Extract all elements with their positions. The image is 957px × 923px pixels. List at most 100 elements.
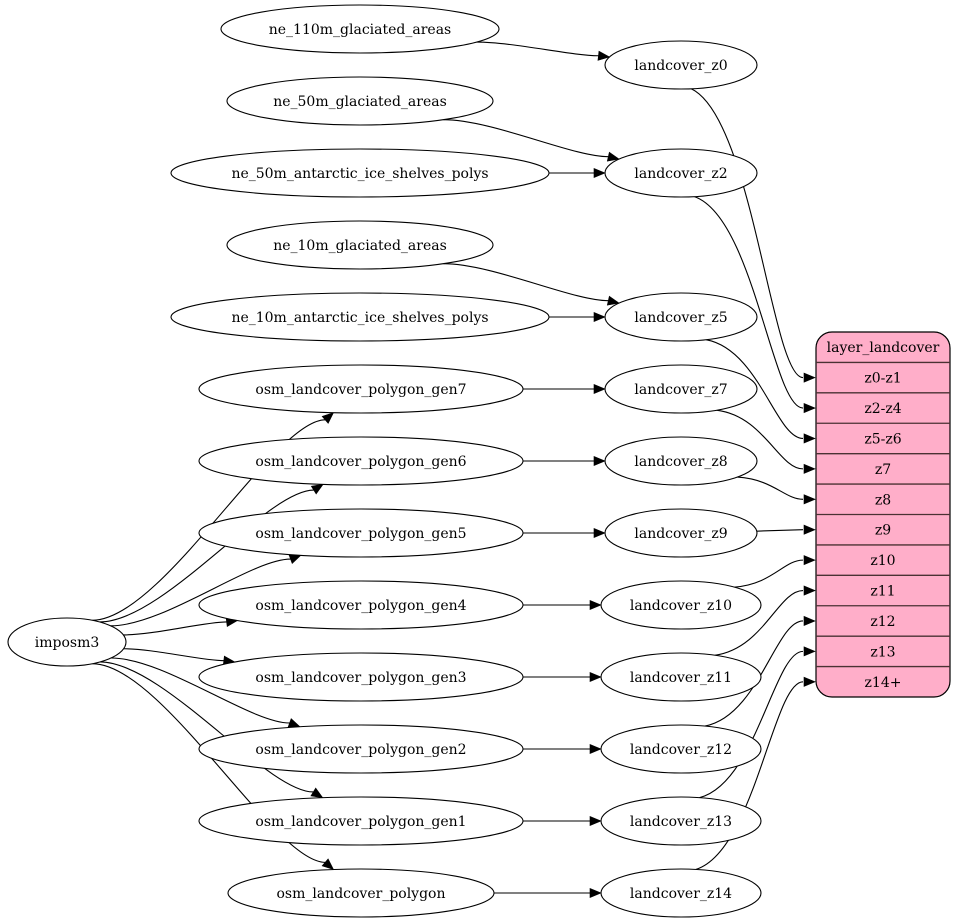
edge-ne_110m_glaciated_areas--landcover_z0 — [476, 41, 599, 57]
table-row-z13[interactable]: z13 — [870, 644, 895, 660]
table-row-z9[interactable]: z9 — [875, 523, 891, 539]
node-shape — [198, 796, 524, 846]
node-shape — [198, 580, 524, 630]
table-row-z12[interactable]: z12 — [870, 614, 895, 630]
node-shape — [600, 724, 762, 774]
edge-imposm3--osm_landcover_polygon_gen6 — [99, 489, 314, 623]
table-row-z2-z4[interactable]: z2-z4 — [864, 401, 901, 417]
node-shape — [198, 436, 524, 486]
edge-arrowhead — [803, 402, 816, 414]
node-shape — [170, 292, 550, 342]
node-shape — [600, 652, 762, 702]
node-landcover_z12[interactable]: landcover_z12 — [600, 724, 762, 774]
node-osm_landcover_polygon_gen6[interactable]: osm_landcover_polygon_gen6 — [198, 436, 524, 486]
node-label: osm_landcover_polygon_gen6 — [255, 454, 466, 470]
node-landcover_z10[interactable]: landcover_z10 — [600, 580, 762, 630]
node-osm_landcover_polygon_gen2[interactable]: osm_landcover_polygon_gen2 — [198, 724, 524, 774]
table-row-label: z5-z6 — [864, 431, 901, 447]
table-row-z10[interactable]: z10 — [870, 553, 895, 569]
table-row-z0-z1[interactable]: z0-z1 — [864, 371, 901, 387]
table-row-z8[interactable]: z8 — [875, 492, 891, 508]
node-ne_50m_glaciated_areas[interactable]: ne_50m_glaciated_areas — [226, 76, 494, 126]
node-landcover_z2[interactable]: landcover_z2 — [604, 148, 758, 198]
node-label: landcover_z7 — [634, 382, 727, 398]
edge-landcover_z10--layer_landcover:z10 — [734, 559, 804, 588]
edge-landcover_z7--layer_landcover:z7 — [716, 409, 804, 470]
node-ne_10m_glaciated_areas[interactable]: ne_10m_glaciated_areas — [226, 220, 494, 270]
node-osm_landcover_polygon[interactable]: osm_landcover_polygon — [227, 868, 495, 918]
node-landcover_z13[interactable]: landcover_z13 — [600, 796, 762, 846]
node-shape — [604, 40, 758, 90]
edge-arrowhead — [606, 151, 620, 162]
edge-arrowhead — [803, 585, 816, 596]
node-shape — [198, 652, 524, 702]
node-label: osm_landcover_polygon — [276, 886, 445, 902]
layer-landcover-header: layer_landcover — [827, 340, 940, 356]
node-osm_landcover_polygon_gen4[interactable]: osm_landcover_polygon_gen4 — [198, 580, 524, 630]
edge-ne_50m_glaciated_areas--landcover_z2 — [443, 119, 609, 158]
edge-arrowhead — [593, 311, 606, 323]
node-osm_landcover_polygon_gen3[interactable]: osm_landcover_polygon_gen3 — [198, 652, 524, 702]
node-landcover_z14[interactable]: landcover_z14 — [600, 868, 762, 918]
edge-arrowhead — [589, 887, 602, 899]
table-row-label: z10 — [870, 553, 895, 569]
edge-arrowhead — [606, 295, 620, 306]
edge-arrowhead — [589, 815, 602, 827]
edge-arrowhead — [310, 483, 324, 495]
table-row-z5-z6[interactable]: z5-z6 — [864, 431, 901, 447]
edge-landcover_z13--layer_landcover:z13 — [699, 650, 804, 799]
node-label: imposm3 — [35, 635, 100, 651]
edge-arrowhead — [803, 524, 816, 535]
node-label: landcover_z14 — [630, 886, 732, 902]
node-shape — [227, 868, 495, 918]
edges-layer — [92, 41, 816, 899]
edge-arrowhead — [803, 433, 816, 444]
edge-arrowhead — [803, 646, 816, 657]
edge-landcover_z2--layer_landcover:z2-z4 — [694, 196, 804, 409]
table-row-label: z7 — [875, 462, 891, 478]
node-imposm3[interactable]: imposm3 — [7, 617, 127, 667]
node-shape — [600, 796, 762, 846]
edge-arrowhead — [593, 167, 606, 179]
node-ne_50m_antarctic_ice_shelves_polys[interactable]: ne_50m_antarctic_ice_shelves_polys — [170, 148, 550, 198]
node-ne_10m_antarctic_ice_shelves_polys[interactable]: ne_10m_antarctic_ice_shelves_polys — [170, 292, 550, 342]
table-row-label: z9 — [875, 523, 891, 539]
node-label: landcover_z11 — [630, 670, 732, 686]
edge-arrowhead — [288, 554, 302, 564]
table-row-label: z0-z1 — [864, 371, 901, 387]
edge-ne_10m_glaciated_areas--landcover_z5 — [443, 263, 609, 302]
nodes-layer: imposm3 ne_110m_glaciated_areas ne_50m_gla… — [7, 4, 762, 918]
node-landcover_z7[interactable]: landcover_z7 — [604, 364, 758, 414]
node-shape — [600, 580, 762, 630]
node-shape — [198, 508, 524, 558]
edge-imposm3--osm_landcover_polygon_gen4 — [123, 621, 227, 636]
node-osm_landcover_polygon_gen5[interactable]: osm_landcover_polygon_gen5 — [198, 508, 524, 558]
node-osm_landcover_polygon_gen1[interactable]: osm_landcover_polygon_gen1 — [198, 796, 524, 846]
edge-arrowhead — [287, 718, 301, 728]
node-shape — [604, 436, 758, 486]
node-label: osm_landcover_polygon_gen4 — [255, 598, 466, 614]
layer-landcover-table: layer_landcover z0-z1 z2-z4 z5-z6 z7 z8 z9 z10 z… — [815, 331, 951, 698]
table-row-z14+[interactable]: z14+ — [865, 675, 902, 691]
edge-arrowhead — [803, 676, 816, 687]
node-ne_110m_glaciated_areas[interactable]: ne_110m_glaciated_areas — [220, 4, 500, 54]
table-row-z11[interactable]: z11 — [870, 584, 895, 600]
node-landcover_z11[interactable]: landcover_z11 — [600, 652, 762, 702]
edge-arrowhead — [803, 372, 816, 383]
node-landcover_z0[interactable]: landcover_z0 — [604, 40, 758, 90]
node-label: osm_landcover_polygon_gen1 — [255, 814, 466, 830]
edge-arrowhead — [593, 527, 606, 539]
node-shape — [604, 364, 758, 414]
edge-landcover_z5--layer_landcover:z5-z6 — [705, 339, 804, 440]
node-shape — [226, 220, 494, 270]
node-landcover_z5[interactable]: landcover_z5 — [604, 292, 758, 342]
node-landcover_z9[interactable]: landcover_z9 — [604, 508, 758, 558]
node-landcover_z8[interactable]: landcover_z8 — [604, 436, 758, 486]
edge-imposm3--osm_landcover_polygon_gen7 — [92, 419, 326, 621]
node-label: landcover_z5 — [634, 310, 727, 326]
table-row-z7[interactable]: z7 — [875, 462, 891, 478]
edge-arrowhead — [803, 463, 816, 474]
edge-imposm3--osm_landcover_polygon_gen3 — [123, 648, 224, 662]
node-osm_landcover_polygon_gen7[interactable]: osm_landcover_polygon_gen7 — [198, 364, 524, 414]
node-label: osm_landcover_polygon_gen2 — [255, 742, 466, 758]
